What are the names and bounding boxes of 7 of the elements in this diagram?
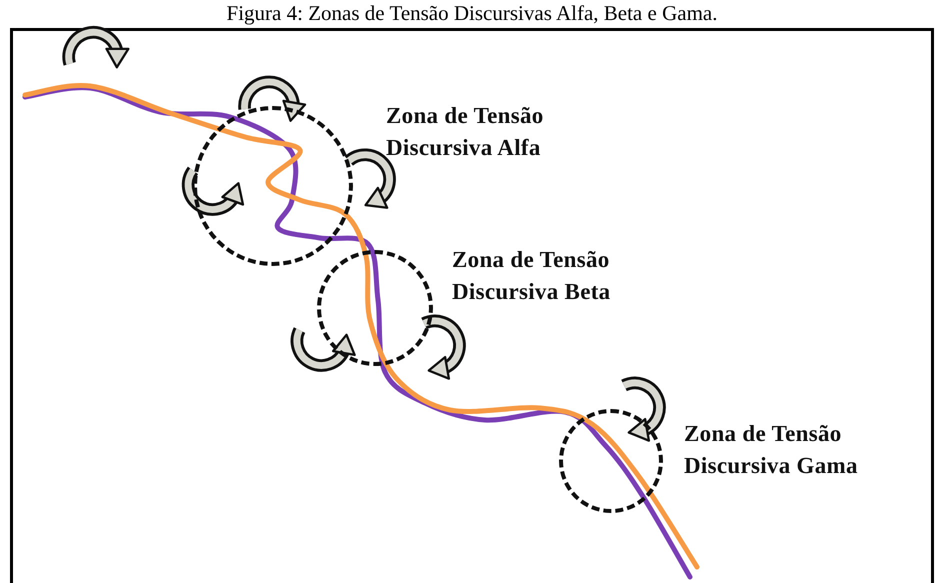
dashed-circle: [317, 250, 433, 366]
zone-label: Zona de Tensão Discursiva Gama: [684, 420, 859, 480]
zone-label: Zona de Tensão Discursiva Alfa: [386, 102, 545, 162]
dashed-circle: [559, 409, 663, 513]
dashed-circle: [193, 106, 353, 266]
figure-title: Figura 4: Zonas de Tensão Discursivas Alfa, Beta e Gama.: [226, 0, 718, 26]
zone-label: Zona de Tensão Discursiva Beta: [452, 246, 612, 306]
